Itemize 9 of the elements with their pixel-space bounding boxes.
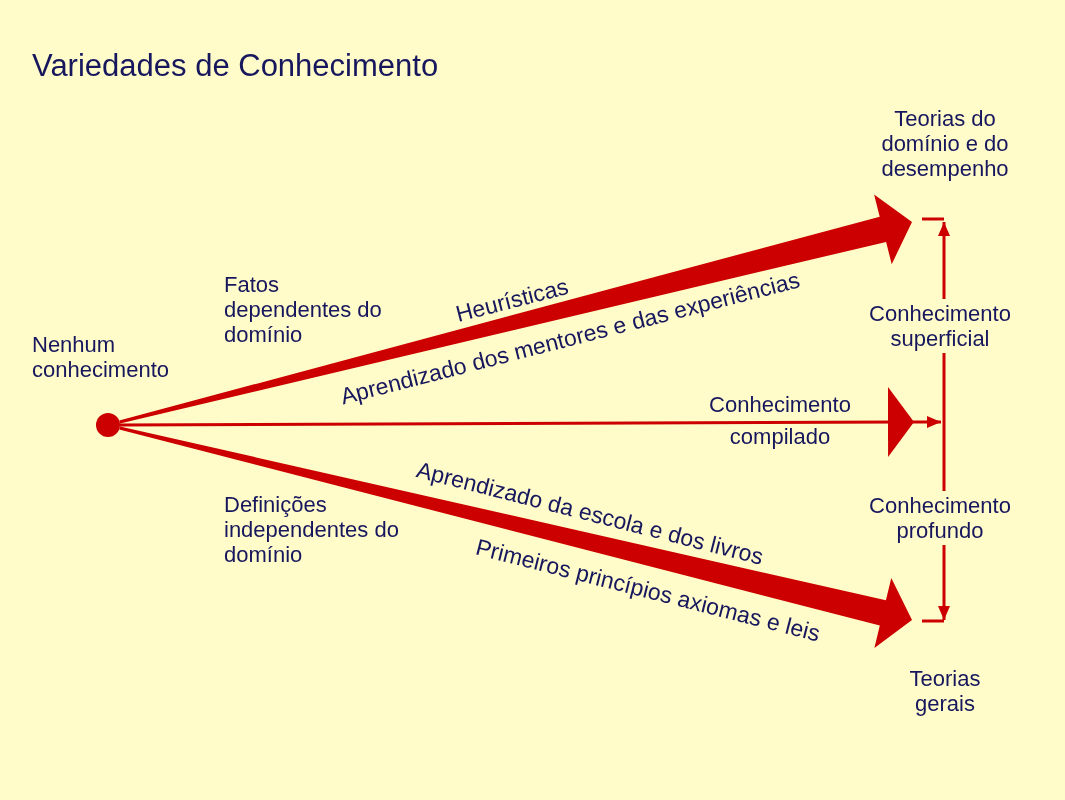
node-caption: Nenhum conhecimento <box>32 332 170 382</box>
text-label: Definições independentes do domínio <box>224 492 400 567</box>
wedge-arrow <box>119 194 912 424</box>
edge-label: Conhecimento compilado <box>708 391 852 451</box>
title: Variedades de Conhecimento <box>32 48 439 84</box>
node-text: Teorias do domínio e do desempenho <box>880 106 1010 181</box>
node-text: Teorias gerais <box>908 666 982 716</box>
text-label: Fatos dependentes do domínio <box>224 272 383 347</box>
wedge-arrow <box>119 426 912 648</box>
